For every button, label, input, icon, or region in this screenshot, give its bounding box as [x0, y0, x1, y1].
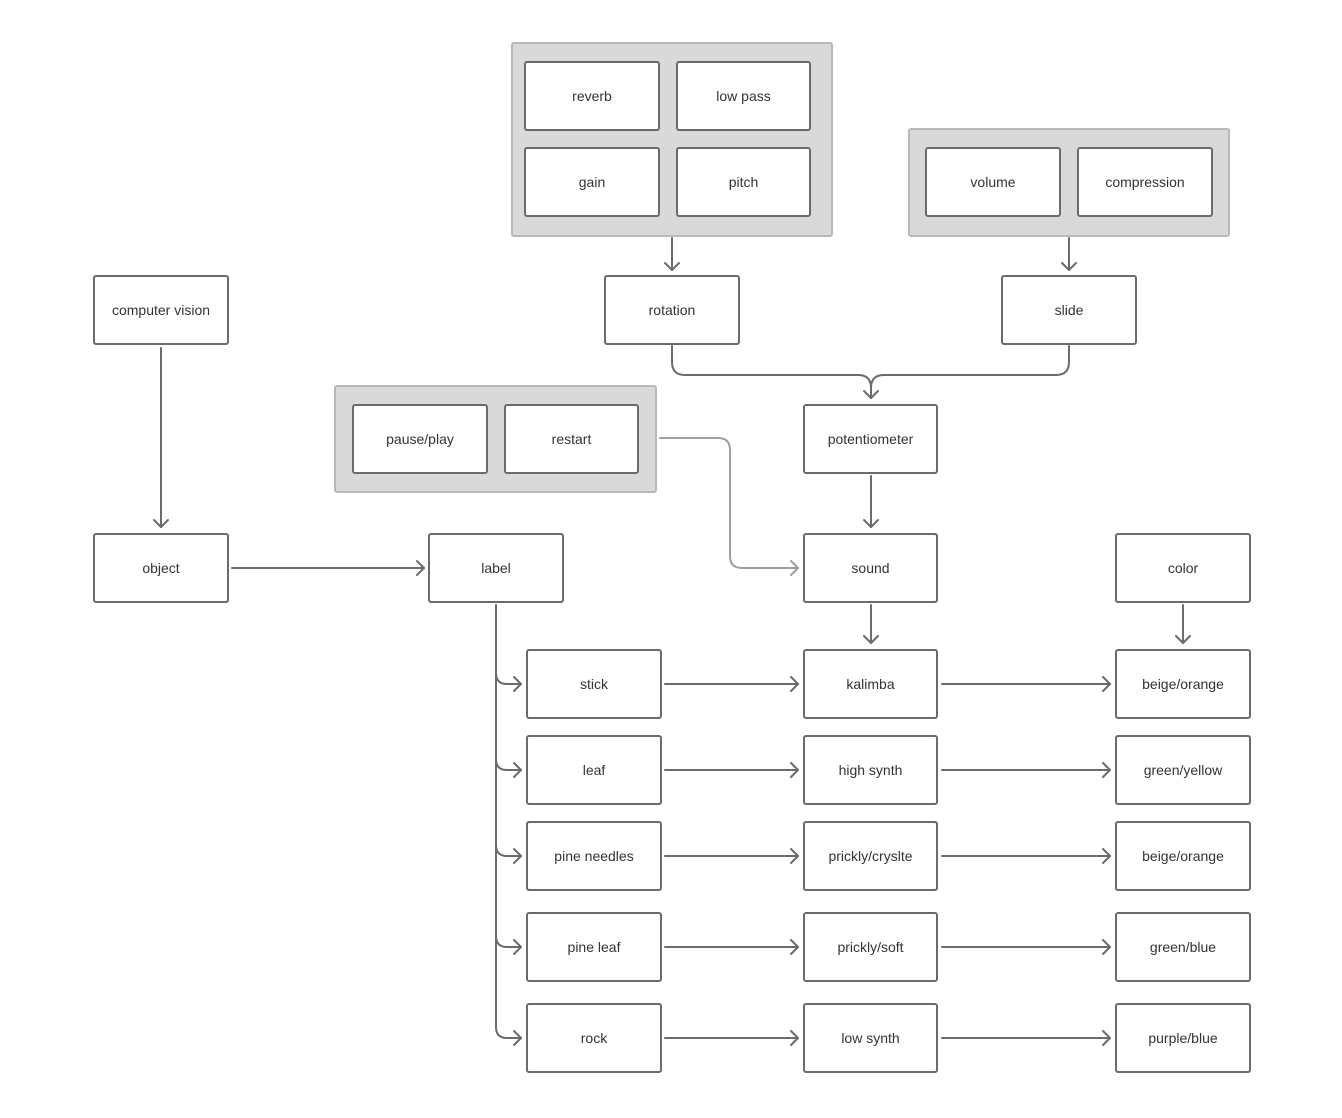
node-sound-prickly-cryslte: prickly/cryslte: [803, 821, 938, 891]
edge-label-tree: [495, 604, 522, 1046]
node-sound-high-synth: high synth: [803, 735, 938, 805]
node-color-purple-blue: purple/blue: [1115, 1003, 1251, 1073]
node-low-pass: low pass: [676, 61, 811, 131]
edge-object-to-label: [231, 560, 425, 576]
edge-row-pine-needles: [664, 848, 1111, 864]
node-sound-low-synth: low synth: [803, 1003, 938, 1073]
edge-row-rock: [664, 1030, 1111, 1046]
edge-row-leaf: [664, 762, 1111, 778]
edge-effects-to-rotation: [664, 237, 680, 271]
node-label-stick: stick: [526, 649, 662, 719]
node-gain: gain: [524, 147, 660, 217]
edge-row-pine-leaf: [664, 939, 1111, 955]
node-sound-prickly-soft: prickly/soft: [803, 912, 938, 982]
node-color-beige-orange: beige/orange: [1115, 649, 1251, 719]
node-label-pine-leaf: pine leaf: [526, 912, 662, 982]
node-sound-kalimba: kalimba: [803, 649, 938, 719]
node-restart: restart: [504, 404, 639, 474]
edge-computer-vision-to-object: [153, 347, 169, 528]
node-object: object: [93, 533, 229, 603]
node-rotation: rotation: [604, 275, 740, 345]
node-potentiometer: potentiometer: [803, 404, 938, 474]
node-reverb: reverb: [524, 61, 660, 131]
node-slide: slide: [1001, 275, 1137, 345]
node-color-beige-orange-2: beige/orange: [1115, 821, 1251, 891]
node-label-rock: rock: [526, 1003, 662, 1073]
node-label-pine-needles: pine needles: [526, 821, 662, 891]
node-color: color: [1115, 533, 1251, 603]
edge-color-to-beige-orange: [1175, 604, 1191, 644]
node-color-green-blue: green/blue: [1115, 912, 1251, 982]
edge-dynamics-to-slide: [1061, 237, 1077, 271]
node-compression: compression: [1077, 147, 1213, 217]
node-sound: sound: [803, 533, 938, 603]
edge-row-stick: [664, 676, 1111, 692]
edge-sound-to-kalimba: [863, 604, 879, 644]
node-volume: volume: [925, 147, 1061, 217]
node-pause-play: pause/play: [352, 404, 488, 474]
node-label: label: [428, 533, 564, 603]
edge-potentiometer-to-sound: [863, 475, 879, 528]
node-pitch: pitch: [676, 147, 811, 217]
edge-playback-to-sound: [659, 437, 799, 576]
node-computer-vision: computer vision: [93, 275, 229, 345]
node-color-green-yellow: green/yellow: [1115, 735, 1251, 805]
node-label-leaf: leaf: [526, 735, 662, 805]
edge-rotation-slide-to-potentiometer: [671, 345, 1070, 399]
